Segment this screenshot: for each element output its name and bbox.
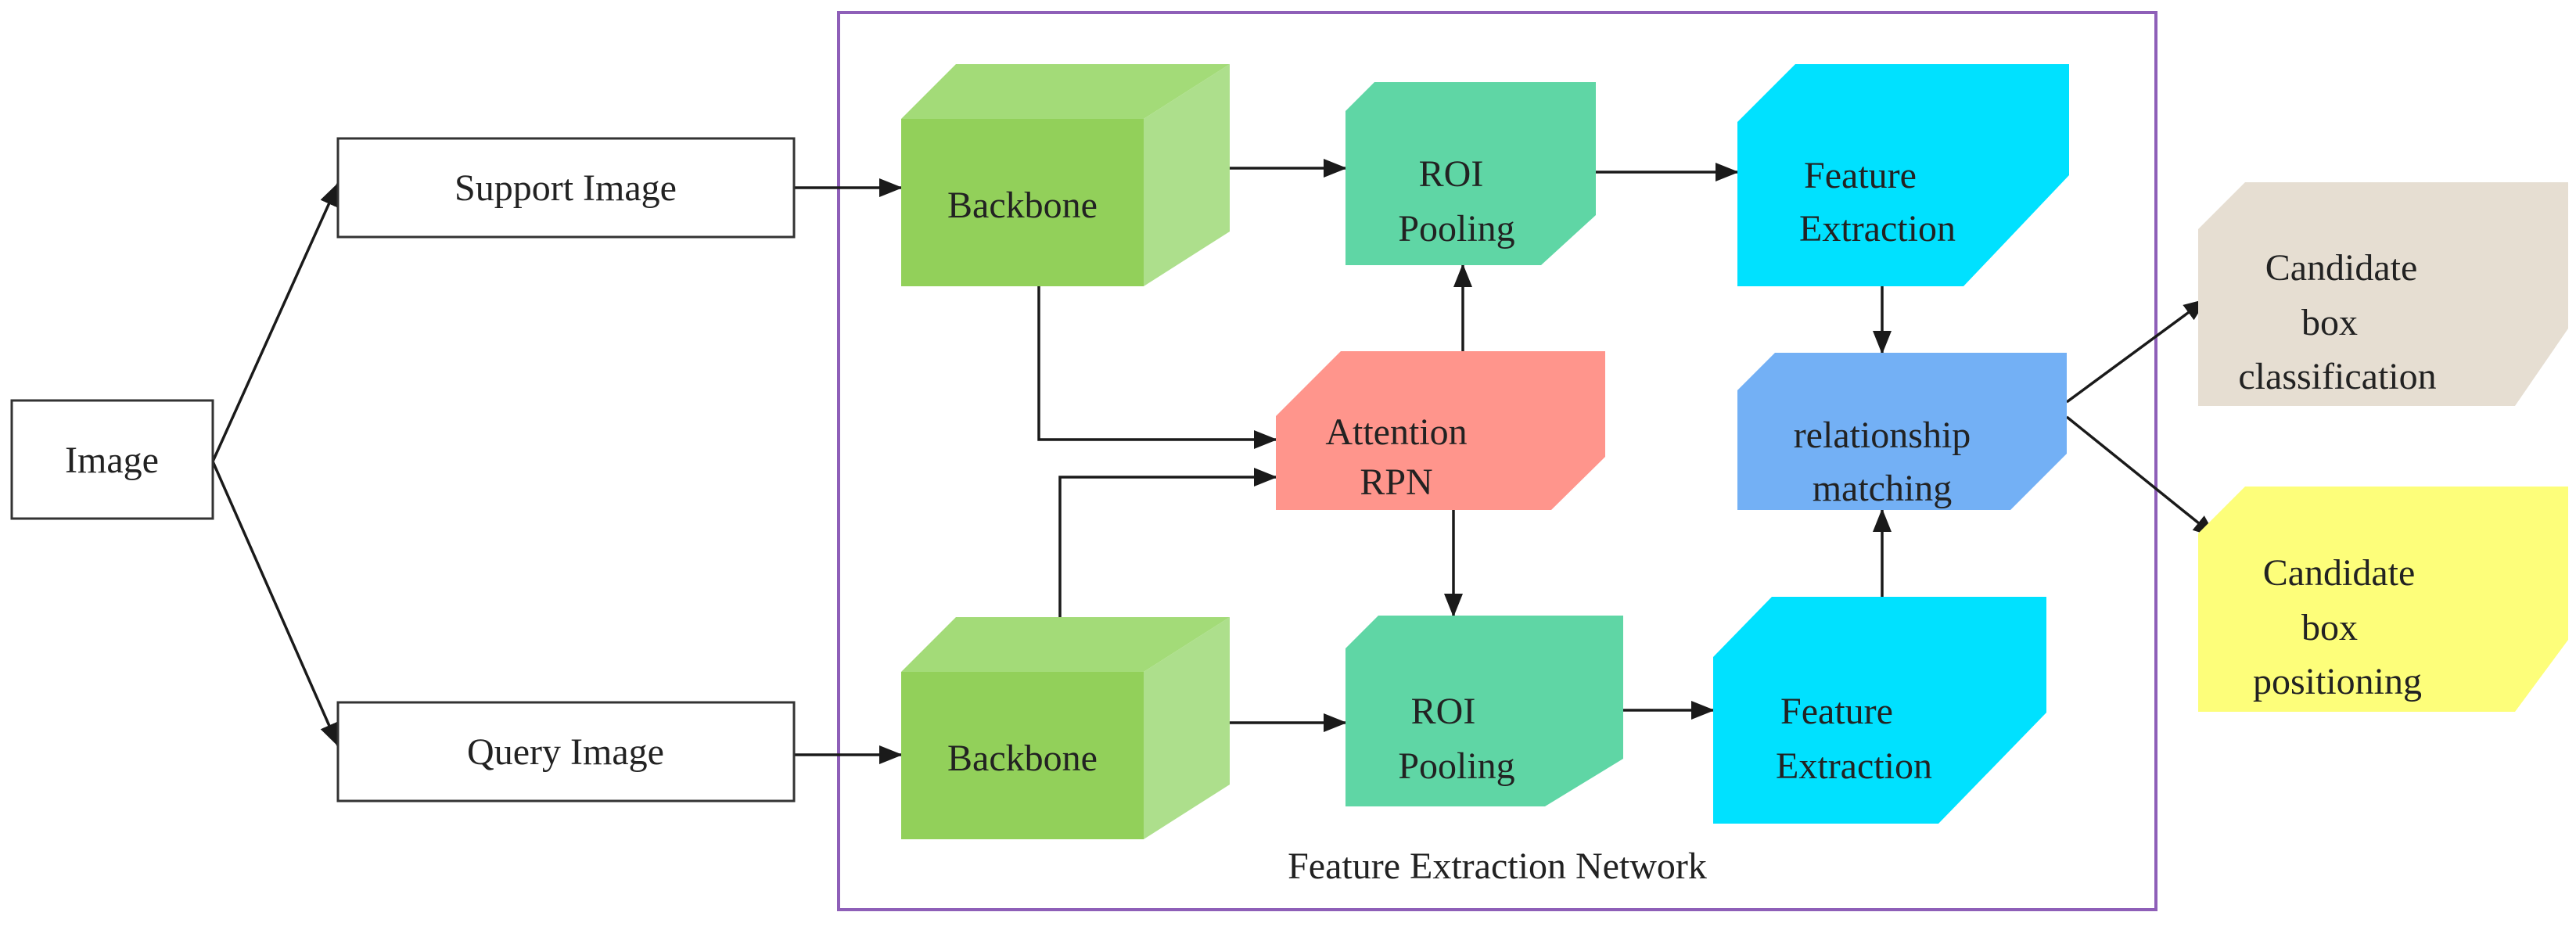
feature-extraction-bottom-node[interactable]: Feature Extraction <box>1713 597 2046 824</box>
svg-text:Backbone: Backbone <box>947 738 1098 779</box>
svg-text:RPN: RPN <box>1360 461 1432 503</box>
edge-relationship-to-classification <box>2065 298 2208 404</box>
svg-text:Backbone: Backbone <box>947 185 1098 226</box>
candidate-box-classification-node[interactable]: Candidate box classification <box>2198 182 2568 406</box>
attention-rpn-node[interactable]: Attention RPN <box>1276 351 1605 510</box>
edge-image-to-support <box>211 182 340 462</box>
svg-text:Candidate: Candidate <box>2265 247 2418 289</box>
edge-backbone-top-to-attention <box>1037 286 1277 449</box>
svg-text:classification: classification <box>2238 356 2436 397</box>
query-image-node[interactable]: Query Image <box>336 701 796 803</box>
edges <box>211 159 2217 764</box>
svg-text:Pooling: Pooling <box>1398 208 1514 250</box>
svg-text:Feature: Feature <box>1780 691 1893 732</box>
svg-text:box: box <box>2301 302 2358 343</box>
candidate-box-positioning-node[interactable]: Candidate box positioning <box>2198 487 2568 712</box>
svg-text:Support Image: Support Image <box>454 167 677 209</box>
image-node[interactable]: Image <box>10 399 214 520</box>
svg-text:relationship: relationship <box>1794 415 1971 456</box>
svg-text:Feature: Feature <box>1804 155 1917 196</box>
edge-backbone-bottom-to-attention <box>1058 468 1277 617</box>
edge-image-to-query <box>211 461 340 747</box>
roi-pooling-bottom-node[interactable]: ROI Pooling <box>1345 616 1623 806</box>
svg-text:positioning: positioning <box>2253 661 2422 702</box>
svg-text:Pooling: Pooling <box>1398 745 1514 787</box>
svg-text:Extraction: Extraction <box>1799 208 1956 250</box>
backbone-bottom-node[interactable]: Backbone <box>901 617 1230 839</box>
svg-text:ROI: ROI <box>1419 153 1484 195</box>
svg-text:Extraction: Extraction <box>1776 745 1932 787</box>
svg-text:Attention: Attention <box>1325 411 1467 453</box>
backbone-top-node[interactable]: Backbone <box>901 64 1230 286</box>
svg-text:matching: matching <box>1813 468 1953 509</box>
feature-extraction-top-node[interactable]: Feature Extraction <box>1737 64 2069 286</box>
edge-relationship-to-positioning <box>2065 415 2217 538</box>
network-frame <box>837 11 2157 911</box>
svg-text:Query Image: Query Image <box>467 731 664 773</box>
relationship-matching-node[interactable]: relationship matching <box>1737 353 2067 510</box>
svg-text:Candidate: Candidate <box>2263 552 2416 594</box>
roi-pooling-top-node[interactable]: ROI Pooling <box>1345 82 1596 265</box>
network-label: Feature Extraction Network <box>1288 846 1707 887</box>
support-image-node[interactable]: Support Image <box>336 137 796 239</box>
svg-text:Image: Image <box>65 440 159 481</box>
svg-text:box: box <box>2301 607 2358 648</box>
svg-text:ROI: ROI <box>1411 691 1476 732</box>
